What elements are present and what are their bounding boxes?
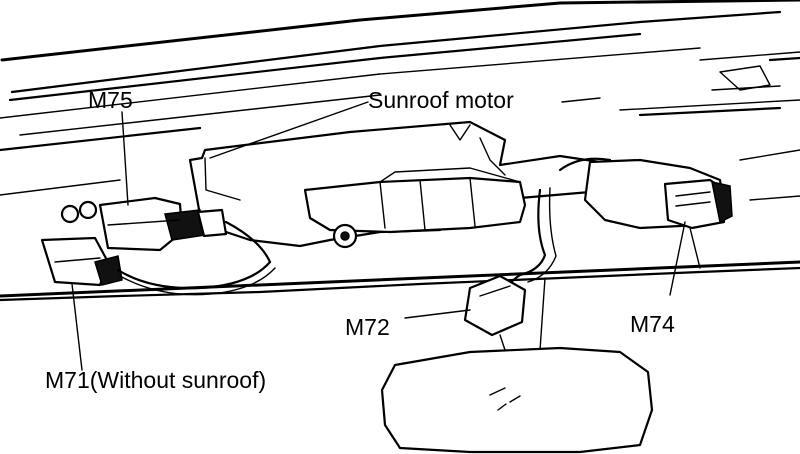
harness-left — [116, 220, 276, 296]
leader-lines — [71, 97, 686, 371]
label-m71: M71(Without sunroof) — [45, 367, 266, 393]
connector-m74 — [558, 157, 733, 269]
sunroof-motor — [303, 167, 527, 249]
label-m74: M74 — [630, 311, 675, 337]
connector-m72 — [463, 187, 557, 351]
rear-view-mirror — [380, 346, 654, 454]
label-sunroof-motor: Sunroof motor — [368, 87, 514, 113]
roof-panel — [0, 0, 800, 302]
connector-m71 — [40, 200, 123, 287]
connector-m75 — [98, 196, 228, 252]
label-m75: M75 — [88, 87, 133, 113]
label-m72: M72 — [345, 314, 390, 340]
